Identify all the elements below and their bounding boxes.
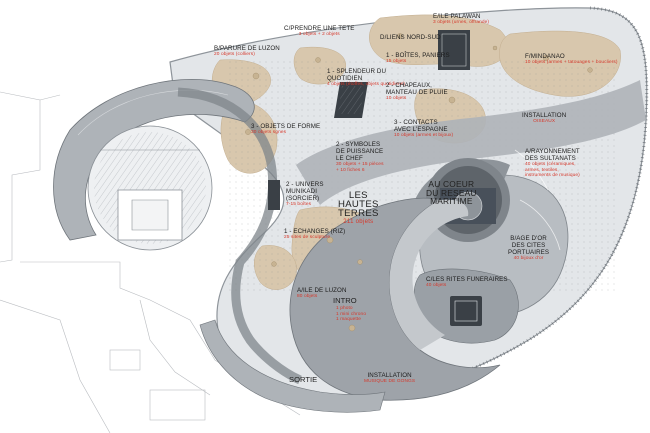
zone-boites-paniers: 1 - BOÎTES, PANIERS 15 objets <box>386 52 450 65</box>
zone-liens-nord-sud: D/LIENS NORD-SUD <box>380 34 441 41</box>
title-line1: LES <box>348 190 368 201</box>
zone-ile-de-luzon: A/ILE DE LUZON 80 objets <box>297 287 347 300</box>
zone-univers-munikadi: 2 - UNIVERS MUNIKADI (SORCIER) 7-15 boît… <box>286 181 324 208</box>
zone-subtitle: 3 objets (urnes, offrande) <box>433 20 490 25</box>
intro-label: INTRO <box>333 296 357 305</box>
zone-title: 3 - CONTACTS <box>394 119 438 126</box>
zone-objets-de-forme: 3 - OBJETS DE FORME 30 objets sgnes <box>251 123 320 136</box>
zone-title: 3 - OBJETS DE FORME <box>251 123 321 130</box>
zone-symboles-de-puissance: 2 - SYMBOLES DE PUISSANCE LE CHEF 30 obj… <box>336 141 384 173</box>
title-line3: TERRES <box>338 208 379 219</box>
zone-title-line2: MANTEAU DE PLUIE <box>386 89 448 96</box>
zone-title-line2: DE PUISSANCE <box>336 148 384 155</box>
left-curved-walkway <box>53 79 255 241</box>
zone-subtitle: 40 bijoux d'or <box>513 256 544 261</box>
zone-installation-oiseaux: INSTALLATION OISEAUX <box>522 112 566 125</box>
zone-subtitle-line3: instruments de musique) <box>525 173 580 179</box>
zone-installation-gongs: INSTALLATION MUSIQUE DE GONGS <box>364 372 415 385</box>
zone-title-line3: PORTUAIRES <box>508 249 550 256</box>
zone-subtitle: 80 objets <box>297 294 318 299</box>
zone-age-d-or: B/AGE D'OR DES CITES PORTUAIRES 40 bijou… <box>508 235 549 262</box>
zone-subtitle: 40 objets <box>426 283 447 288</box>
intro-detail: 1 maquette <box>336 317 362 323</box>
zone-rayonnement-sultanats: A/RAYONNEMENT DES SULTANATS 40 objets (c… <box>525 148 580 179</box>
zone-ile-palawan: E/ILE PALAWAN 3 objets (urnes, offrande) <box>433 13 489 26</box>
title-line2: DU RESEAU <box>426 187 477 198</box>
title-line3: MARITIME <box>430 196 473 207</box>
zone-subtitle: 20 objets (colliers) <box>214 52 255 57</box>
sortie-title: SORTIE <box>289 375 318 384</box>
zone-subtitle-line2: + 10 fiches 6 <box>336 167 365 173</box>
zone-subtitle: 10 objets (armes + tatouages + boucliers… <box>525 60 618 65</box>
zone-chapeaux: 2 - CHAPEAUX, MANTEAU DE PLUIE 10 objets <box>386 82 448 102</box>
zone-title: 2 - CHAPEAUX, <box>386 82 432 89</box>
zone-title: B/AGE D'OR <box>510 235 547 242</box>
intro-detail: 1 photo <box>336 306 353 311</box>
zone-mindanao: F/MINDANAO 10 objets (armes + tatouages … <box>525 53 618 66</box>
zone-title: E/ILE PALAWAN <box>433 13 481 20</box>
zone-subtitle: 7-15 boîtes <box>286 202 312 207</box>
zone-title: B/PARURE DE LUZON <box>214 45 280 52</box>
inner-arc-wall <box>177 87 302 385</box>
spiral-walkway-inner <box>389 199 469 350</box>
zone-parure-de-luzon: B/PARURE DE LUZON 20 objets (colliers) <box>214 45 280 58</box>
sortie-label: SORTIE <box>289 375 317 384</box>
zone-rites-funeraires: C/LES RITES FUNERAIRES 40 objets <box>426 276 508 289</box>
zone-subtitle: 10 objets (armes et bijoux) <box>394 133 454 138</box>
zone-title-line2: AVEC L'ESPAGNE <box>394 126 448 133</box>
zone-title: A/ILE DE LUZON <box>297 287 347 294</box>
coeur-reseau-maritime-title: AU COEUR DU RESEAU MARITIME <box>426 180 477 206</box>
zone-title-line2: DES CITES <box>511 242 546 249</box>
hautes-terres-title: LES HAUTES TERRES 211 objets <box>338 191 379 226</box>
zone-subtitle: OISEAUX <box>533 119 556 124</box>
zone-title-line3: LE CHEF <box>336 155 363 162</box>
rites-vitrine <box>450 296 482 326</box>
zone-subtitle: 25 sites de sculpture <box>284 235 331 240</box>
zone-subtitle: 40 objets (céramiques, <box>525 162 576 167</box>
zone-title-line3: (SORCIER) <box>286 195 320 202</box>
zone-subtitle: 4 objets (étoffes, objets quotidiens) <box>327 82 406 87</box>
intro-details: 1 photo 1 mini chrono 1 maquette <box>336 306 366 323</box>
vitrines <box>268 30 470 210</box>
zone-subtitle: 3 objets + 2 objets <box>298 32 340 37</box>
intro-detail: 1 mini chrono <box>336 311 367 317</box>
zone-title: 1 - SPLENDEUR DU <box>327 68 387 75</box>
zone-title-line2: MUNIKADI <box>286 188 318 195</box>
zone-echanges-riz: 1 - ECHANGES (RIZ) 25 sites de sculpture <box>284 228 345 241</box>
zone-subtitle: 15 objets <box>386 59 407 64</box>
zone-subtitle: 30 objets sgnes <box>251 130 287 135</box>
zone-title: A/RAYONNEMENT <box>525 148 580 155</box>
zone-title: C/LES RITES FUNERAIRES <box>426 276 508 283</box>
decor-objects <box>245 33 593 332</box>
light-flow-arrows <box>514 149 561 251</box>
zone-subtitle: 30 objets + 15 pièces <box>336 162 384 167</box>
title-line2: HAUTES <box>338 199 379 210</box>
zone-splendeur-du-quotidien: 1 - SPLENDEUR DU QUOTIDIEN 4 objets (éto… <box>327 68 405 88</box>
zone-subtitle-line2: armes, textiles, <box>525 167 559 173</box>
walkway-edge-line <box>77 89 229 136</box>
sortie-walkway <box>199 319 386 413</box>
zone-subtitle: MUSIQUE DE GONGS <box>364 379 416 384</box>
zone-title: 2 - SYMBOLES <box>336 141 381 148</box>
left-rotunda <box>87 125 213 251</box>
zone-title: INSTALLATION <box>522 112 567 119</box>
zone-title: 1 - ECHANGES (RIZ) <box>284 228 346 235</box>
corridor-band <box>296 80 646 205</box>
zone-title: C/PRENDRE UNE TETE <box>284 25 355 32</box>
zone-subtitle: 10 objets <box>386 96 407 101</box>
zone-title: F/MINDANAO <box>525 53 565 60</box>
zone-title: 2 - UNIVERS <box>286 181 324 188</box>
zone-title: D/LIENS NORD-SUD <box>380 34 441 41</box>
intro-title: INTRO <box>333 296 357 305</box>
rites-vitrine-inner <box>454 300 478 322</box>
zone-title-line2: DES SULTANATS <box>525 155 576 162</box>
object-count: 211 objets <box>343 219 374 225</box>
zone-title: 1 - BOÎTES, PANIERS <box>386 52 450 59</box>
zone-title: INSTALLATION <box>367 372 412 379</box>
zone-title-line2: QUOTIDIEN <box>327 75 363 82</box>
zone-prendre-une-tete: C/PRENDRE UNE TETE 3 objets + 2 objets <box>284 25 354 38</box>
title-line1: AU COEUR <box>428 179 475 189</box>
zone-contacts-espagne: 3 - CONTACTS AVEC L'ESPAGNE 10 objets (a… <box>394 119 453 139</box>
